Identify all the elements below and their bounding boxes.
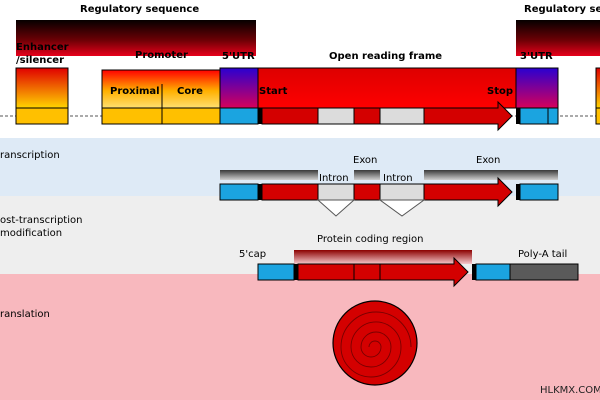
dna-exon-3-arrow [423,100,513,132]
right-edge-dna [595,107,600,125]
enhancer-gradient-block [15,67,69,109]
pre-mrna-exon-2 [353,183,381,201]
cap-label: 5'cap [239,249,267,260]
intron-1-splice [316,199,356,217]
stage-post-transcription-label: ost-transcription modification [0,215,83,239]
pre-mrna-utr3 [519,183,559,201]
intron-right-label: Intron [383,173,413,184]
utr5-label: 5'UTR [222,51,255,62]
stop-label: Stop [487,86,514,97]
start-codon [258,108,262,124]
core-label: Core [177,86,203,97]
regulatory-sequence-bar-right [516,20,600,56]
dna-intron-1 [317,107,355,125]
protein-coding-region-label: Protein coding region [317,234,424,245]
exon-left-label: Exon [353,155,378,166]
protein-blob [332,300,418,386]
polya-tail-bar [509,263,579,281]
intron-left-label: Intron [319,173,349,184]
utr3-gradient-block [515,67,559,109]
open-reading-frame-label: Open reading frame [329,51,443,62]
pre-mrna-intron-1 [317,183,355,201]
promoter-proximal-dna [101,107,163,125]
pre-mrna-utr5 [219,183,259,201]
dna-exon-2 [353,107,381,125]
pre-mrna-grey-bar-right [424,170,558,180]
utr5-dna-block [219,107,259,125]
stage-transcription-label: ranscription [0,150,60,161]
regulatory-sequence-bar-left [16,20,256,56]
regulatory-sequence-left-label: Regulatory sequence [80,4,200,15]
dna-intron-2 [379,107,425,125]
polya-tail-label: Poly-A tail [518,249,568,260]
pre-mrna-exon-3-arrow [423,176,513,208]
mrna-cap [257,263,295,281]
intron-2-splice [378,199,426,217]
watermark: HLKMX.COM [540,385,600,396]
translation-band [0,274,600,400]
proximal-label: Proximal [110,86,160,97]
pre-mrna-intron-2 [379,183,425,201]
pre-mrna-grey-bar-left [220,170,318,180]
promoter-label: Promoter [135,50,188,61]
stage-translation-label: ranslation [0,309,50,320]
exon-right-label: Exon [476,155,501,166]
orf-gradient-bar [257,67,517,109]
mrna-utr3 [475,263,511,281]
utr5-gradient-block [219,67,259,109]
utr3-dna-end [547,107,559,125]
pre-mrna-exon-1 [261,183,319,201]
promoter-core-dna [161,107,221,125]
utr3-dna-block [519,107,549,125]
regulatory-sequence-right-label: Regulatory sequence [524,4,600,15]
utr3-label: 3'UTR [520,51,553,62]
enhancer-silencer-label: Enhancer /silencer [16,42,69,66]
mrna-exon-1 [297,263,355,281]
right-edge-enhancer [595,67,600,109]
dna-exon-1 [261,107,319,125]
start-label: Start [259,86,288,97]
protein-coding-region-bar [294,250,472,264]
enhancer-dna-block [15,107,69,125]
stop-codon [516,108,520,124]
pre-mrna-grey-bar-mid [354,170,380,180]
protein-fold-spiral [340,311,412,378]
mrna-exon-2 [353,263,381,281]
mrna-exon-3-arrow [379,256,469,288]
